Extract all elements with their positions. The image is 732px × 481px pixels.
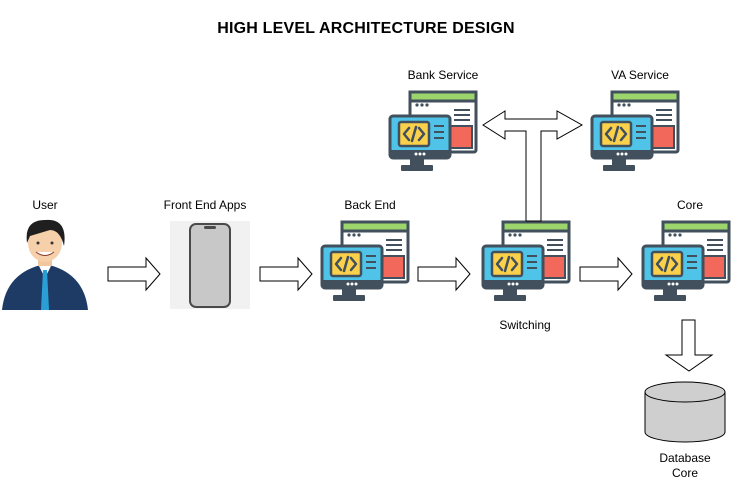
arrow-right-icon (417, 257, 471, 291)
node-label-core: Core (676, 198, 704, 212)
node-label-switching: Switching (499, 318, 551, 332)
core-code-monitor-icon (641, 220, 731, 303)
node-label-user: User (32, 198, 58, 212)
node-label-frontend: Front End Apps (163, 198, 247, 212)
arrow-down-icon (664, 319, 714, 372)
diagram-title: HIGH LEVEL ARCHITECTURE DESIGN (217, 20, 515, 37)
arrow-right-icon (107, 257, 161, 291)
backend-code-monitor-icon (320, 220, 410, 303)
double-arrow-icon (482, 110, 584, 222)
switching-code-monitor-icon (481, 220, 571, 303)
arrow-right-icon (259, 257, 313, 291)
node-label-database-line1: Database (659, 451, 711, 465)
smartphone-icon (170, 221, 250, 309)
bank-service-code-monitor-icon (388, 90, 478, 173)
arrow-right-icon (579, 257, 633, 291)
node-label-bank: Bank Service (407, 68, 479, 82)
database-cylinder-icon (644, 381, 726, 443)
node-label-database-line2: Core (671, 466, 699, 480)
node-label-va: VA Service (611, 68, 669, 82)
user-avatar-icon (0, 219, 90, 310)
va-service-code-monitor-icon (590, 90, 680, 173)
node-label-backend: Back End (344, 198, 396, 212)
